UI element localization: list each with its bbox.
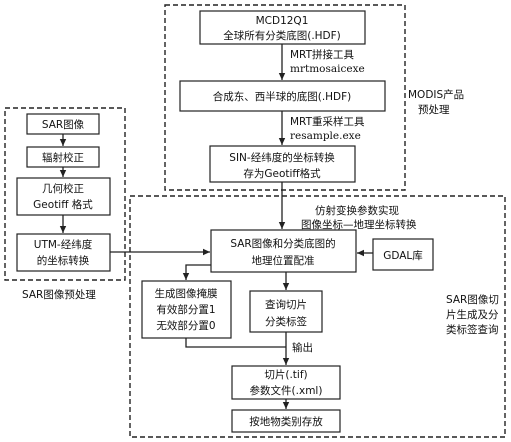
mosaic-tool-label-2: mrtmosaicexe: [290, 63, 365, 75]
mask-label-2: 有效部分置1: [156, 303, 215, 316]
sar-image-label: SAR图像: [42, 119, 85, 131]
modis-source-box: [199, 10, 366, 45]
register-label-2: 地理位置配准: [252, 254, 315, 267]
line-mask-to-output: [185, 338, 286, 348]
mask-box: [141, 280, 232, 339]
register-label-1: SAR图像和分类底图的: [230, 237, 335, 250]
gdal-label: GDAL库: [383, 249, 423, 262]
tiling-section-label-2: 片生成及分: [446, 308, 499, 321]
geometric-label-2: Geotiff 格式: [33, 198, 93, 211]
store-box: [231, 409, 341, 433]
modis-source-label-1: MCD12Q1: [256, 15, 309, 27]
query-label-1: 查询切片: [265, 298, 307, 311]
affine-label-1: 仿射变换参数实现: [315, 204, 399, 217]
radiometric-label: 辐射校正: [42, 151, 84, 164]
tiling-section-label-3: 类标签查询: [446, 323, 499, 336]
mask-label-3: 无效部分置0: [156, 319, 215, 332]
utm-box: [16, 233, 111, 272]
query-label-2: 分类标签: [265, 315, 307, 328]
store-label: 按地物类别存放: [249, 415, 323, 428]
mosaic-tool-label-1: MRT拼接工具: [290, 48, 355, 61]
modis-sin-label-2: 存为Geotiff格式: [243, 167, 321, 180]
resample-tool-label-1: MRT重采样工具: [290, 115, 365, 128]
modis-merged-label: 合成东、西半球的底图(.HDF): [213, 90, 352, 103]
slice-box: [231, 365, 341, 400]
mask-label-1: 生成图像掩膜: [155, 287, 218, 300]
modis-source-label-2: 全球所有分类底图(.HDF): [223, 29, 341, 42]
sar-section-label: SAR图像预处理: [22, 289, 96, 301]
affine-label-2: 图像坐标—地理坐标转换: [301, 218, 417, 231]
modis-section-label-2: 预处理: [418, 104, 450, 116]
slice-label-1: 切片(.tif): [264, 368, 307, 381]
resample-tool-label-2: resample.exe: [290, 130, 361, 142]
tiling-group: [129, 195, 506, 438]
utm-label-1: UTM-经纬度: [34, 238, 93, 251]
modis-sin-label-1: SIN-经纬度的坐标转换: [229, 151, 335, 164]
tiling-section-label-1: SAR图像切: [446, 294, 499, 306]
geometric-label-1: 几何校正: [42, 182, 84, 195]
utm-label-2: 的坐标转换: [37, 254, 90, 267]
sar-preprocessing-group: [4, 107, 126, 281]
slice-label-2: 参数文件(.xml): [250, 384, 323, 397]
query-box: [249, 290, 323, 333]
modis-preprocessing-group: [164, 4, 406, 191]
modis-section-label-1: MODIS产品: [408, 88, 464, 101]
modis-merged-box: [179, 80, 386, 112]
geometric-box: [16, 177, 111, 216]
gdal-box: [372, 238, 434, 271]
arrow-register-to-mask: [182, 264, 211, 280]
register-box: [210, 229, 357, 273]
output-label: 输出: [292, 341, 313, 354]
